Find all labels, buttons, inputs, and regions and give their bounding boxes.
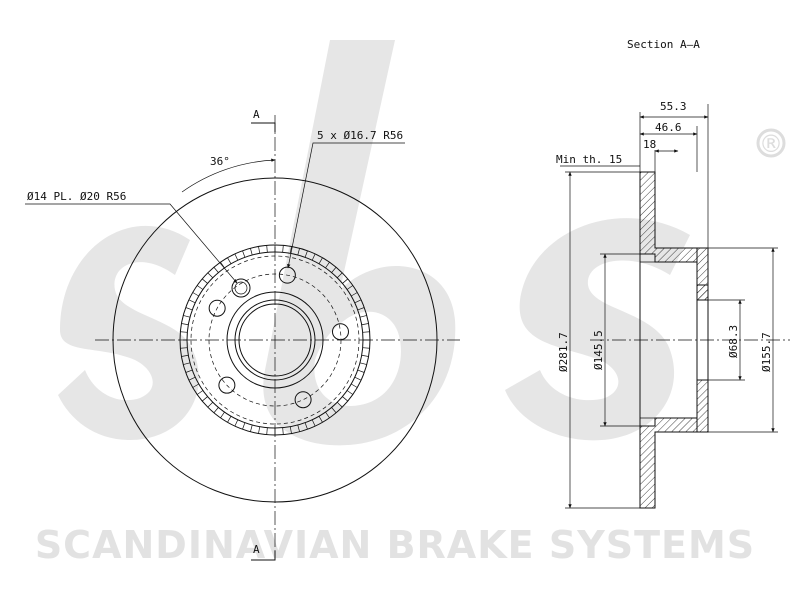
registered-mark: ®: [756, 128, 786, 158]
dim-hat-depth: 18: [643, 138, 656, 151]
pin-holes-label: Ø14 PL. Ø20 R56: [27, 190, 126, 203]
dim-hub-diameter: Ø155.7: [760, 332, 773, 372]
section-view: [590, 171, 790, 509]
angle-label: 36°: [210, 155, 230, 168]
front-view: [95, 115, 460, 560]
disc-outer-circle: [112, 177, 438, 503]
bolt-holes-label: 5 x Ø16.7 R56: [317, 129, 403, 142]
bolt-hole: [294, 391, 312, 409]
dim-outer-diameter: Ø281.7: [557, 332, 570, 372]
dim-overall-height: 55.3: [660, 100, 687, 113]
svg-text:®: ®: [759, 130, 783, 158]
dim-disc-thickness: 46.6: [655, 121, 682, 134]
dim-center-bore: Ø68.3: [727, 325, 740, 358]
cut-label-top: A: [253, 108, 260, 121]
pin-hole: [231, 278, 251, 298]
bolt-holes: [208, 266, 349, 409]
bolt-hole: [208, 299, 226, 317]
section-cut-marker: A A: [251, 108, 276, 561]
sbs-watermark-logo: [58, 40, 690, 446]
company-name-watermark: SCANDINAVIAN BRAKE SYSTEMS: [35, 523, 755, 567]
dim-hat-diameter: Ø145.5: [592, 330, 605, 370]
cut-label-bottom: A: [253, 543, 260, 556]
section-title: Section A–A: [627, 38, 700, 51]
bolt-hole: [218, 376, 236, 394]
dim-min-thickness: Min th. 15: [556, 153, 622, 166]
bolt-hole: [331, 323, 349, 341]
